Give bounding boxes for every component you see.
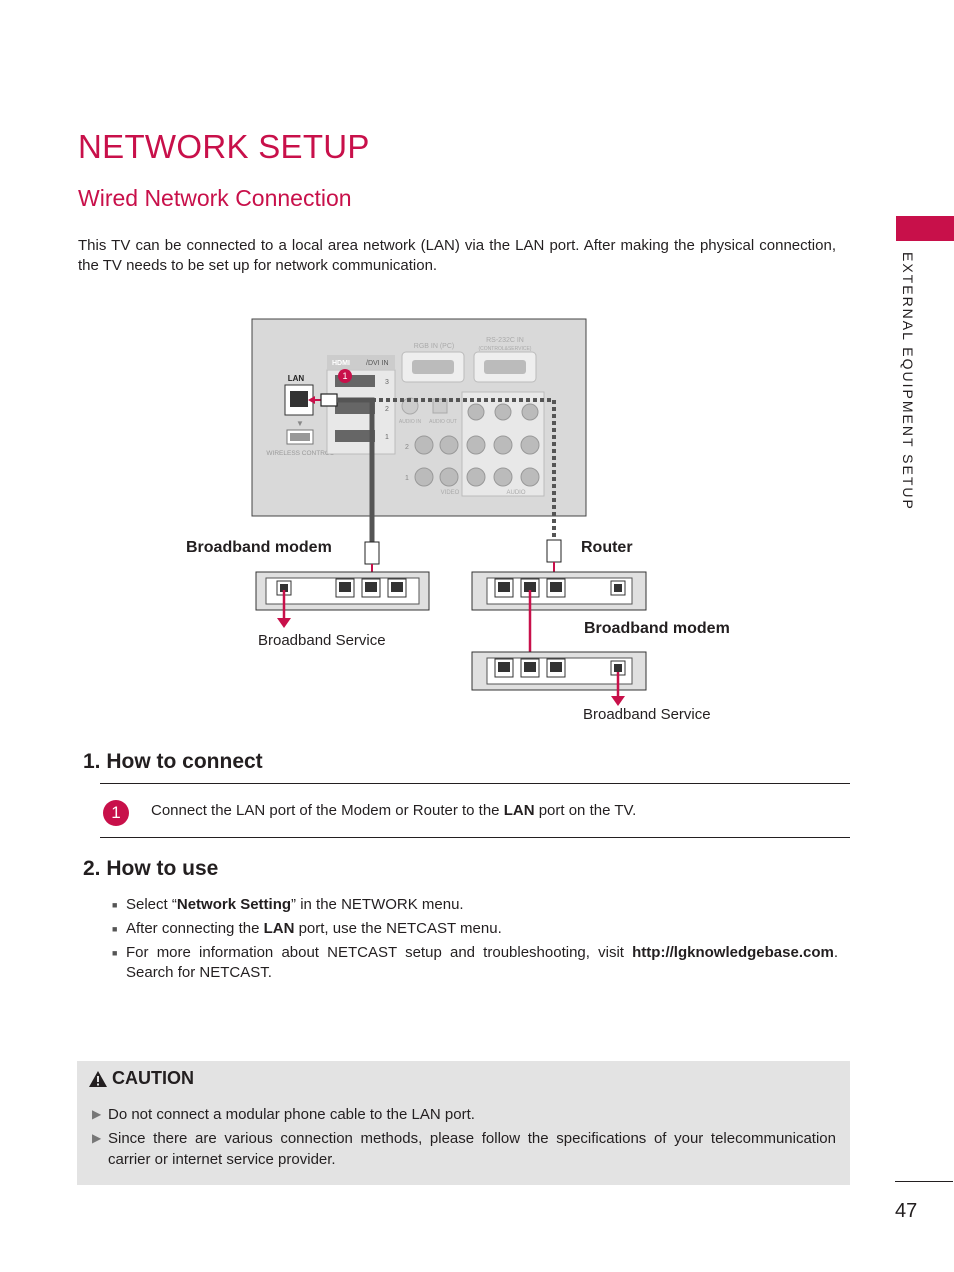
caution-list: ▶Do not connect a modular phone cable to…	[92, 1104, 836, 1173]
caution-heading: CAUTION	[88, 1068, 194, 1089]
page-title: NETWORK SETUP	[78, 128, 370, 165]
callout-badge	[338, 369, 352, 383]
caution-box	[77, 1061, 850, 1185]
rs232-label: RS-232C IN	[486, 337, 524, 344]
broadband-modem-right-label: Broadband modem	[584, 620, 730, 637]
side-tab-marker	[896, 216, 954, 241]
svg-text:HDMI: HDMI	[332, 360, 350, 367]
warning-icon	[89, 1070, 107, 1087]
callout-number: 1	[342, 371, 347, 381]
audio-label: AUDIO	[506, 490, 525, 496]
svg-text:1: 1	[385, 434, 389, 441]
list-item: ■For more information about NETCAST setu…	[112, 944, 838, 981]
list-item: ▶Since there are various connection meth…	[92, 1130, 836, 1168]
connect-step-text: Connect the LAN port of the Modem or Rou…	[151, 802, 637, 819]
connect-bottom-rule	[100, 837, 850, 838]
list-item: ■After connecting the LAN port, use the …	[112, 920, 502, 937]
svg-text:2: 2	[405, 444, 409, 451]
triangle-bullet-icon: ▶	[92, 1107, 102, 1121]
hdmi-label: /DVI IN	[366, 360, 389, 367]
how-to-use-list: ■Select “Network Setting” in the NETWORK…	[112, 893, 838, 983]
list-item: ▶Do not connect a modular phone cable to…	[92, 1106, 475, 1123]
how-to-connect-heading: 1. How to connect	[83, 750, 263, 773]
connection-diagram: LAN ▼ WIRELESS CONTROL HDMI /DVI IN 3 2 …	[251, 318, 647, 706]
intro-paragraph: This TV can be connected to a local area…	[78, 237, 836, 274]
rgb-label: RGB IN (PC)	[414, 343, 454, 350]
svg-text:3: 3	[385, 379, 389, 386]
knowledgebase-link[interactable]: http://lgknowledgebase.com	[632, 944, 834, 961]
video-label: VIDEO	[441, 490, 460, 496]
broadband-service-right-label: Broadband Service	[583, 706, 711, 723]
page-number-rule	[895, 1181, 953, 1182]
audio-in-label: AUDIO IN	[399, 419, 422, 425]
triangle-bullet-icon: ▶	[92, 1131, 102, 1145]
audio-out-label: AUDIO OUT	[429, 419, 457, 425]
broadband-modem-left-label: Broadband modem	[186, 539, 332, 556]
side-tab-label: EXTERNAL EQUIPMENT SETUP	[900, 252, 916, 511]
lan-port-label: LAN	[288, 374, 305, 383]
router-label: Router	[581, 539, 633, 556]
section-subtitle: Wired Network Connection	[78, 185, 352, 211]
svg-text:▼: ▼	[296, 419, 304, 428]
connect-top-rule	[100, 783, 850, 784]
svg-text:1: 1	[405, 475, 409, 482]
list-item: ■Select “Network Setting” in the NETWORK…	[112, 896, 464, 913]
rs232-sub-label: (CONTROL&SERVICE)	[479, 346, 532, 352]
svg-text:2: 2	[385, 406, 389, 413]
wireless-control-label: WIRELESS CONTROL	[266, 450, 334, 457]
step-number-badge: 1	[103, 800, 129, 826]
page-number: 47	[895, 1200, 918, 1222]
how-to-use-heading: 2. How to use	[83, 857, 219, 880]
broadband-service-left-label: Broadband Service	[258, 632, 386, 649]
